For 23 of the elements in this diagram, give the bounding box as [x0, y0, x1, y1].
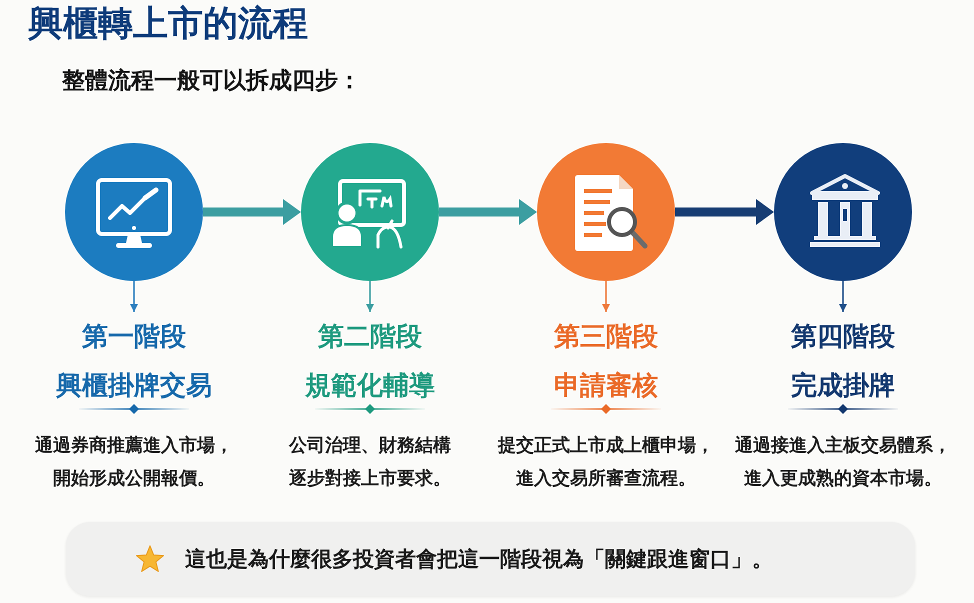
stage-label: 第一階段: [82, 321, 186, 354]
arrow: [439, 199, 537, 225]
stage-label: 第四階段: [791, 321, 895, 354]
stage-title: 完成掛牌: [791, 370, 895, 403]
stage-description: 提交正式上市成上櫃申場，進入交易所審查流程。: [496, 434, 715, 491]
callout-box: [66, 522, 915, 596]
stage-description: 通過接進入主板交易體系，進入更成熟的資本市場。: [734, 434, 952, 491]
arrow: [203, 199, 301, 225]
arrow: [839, 281, 847, 312]
subtitle: 整體流程一般可以拆成四步：: [62, 67, 361, 96]
page-title: 興櫃轉上市的流程: [28, 3, 308, 45]
stage-title: 興櫃掛牌交易: [56, 370, 212, 403]
arrow: [602, 281, 610, 312]
arrow: [675, 199, 774, 225]
stage-label: 第二階段: [318, 321, 422, 354]
stage-title: 申請審核: [554, 370, 658, 403]
stage-label: 第三階段: [554, 321, 658, 354]
arrow: [366, 281, 374, 312]
stage-description: 通過券商推薦進入市場，開始形成公開報價。: [34, 434, 234, 491]
stage-description: 公司治理、財務結構逐步對接上市要求。: [288, 434, 452, 491]
arrow: [130, 281, 138, 312]
callout-text: 這也是為什麼很多投資者會把這一階段視為「關鍵跟進窗口」。: [185, 546, 773, 573]
stage-title: 規範化輔導: [305, 370, 435, 403]
